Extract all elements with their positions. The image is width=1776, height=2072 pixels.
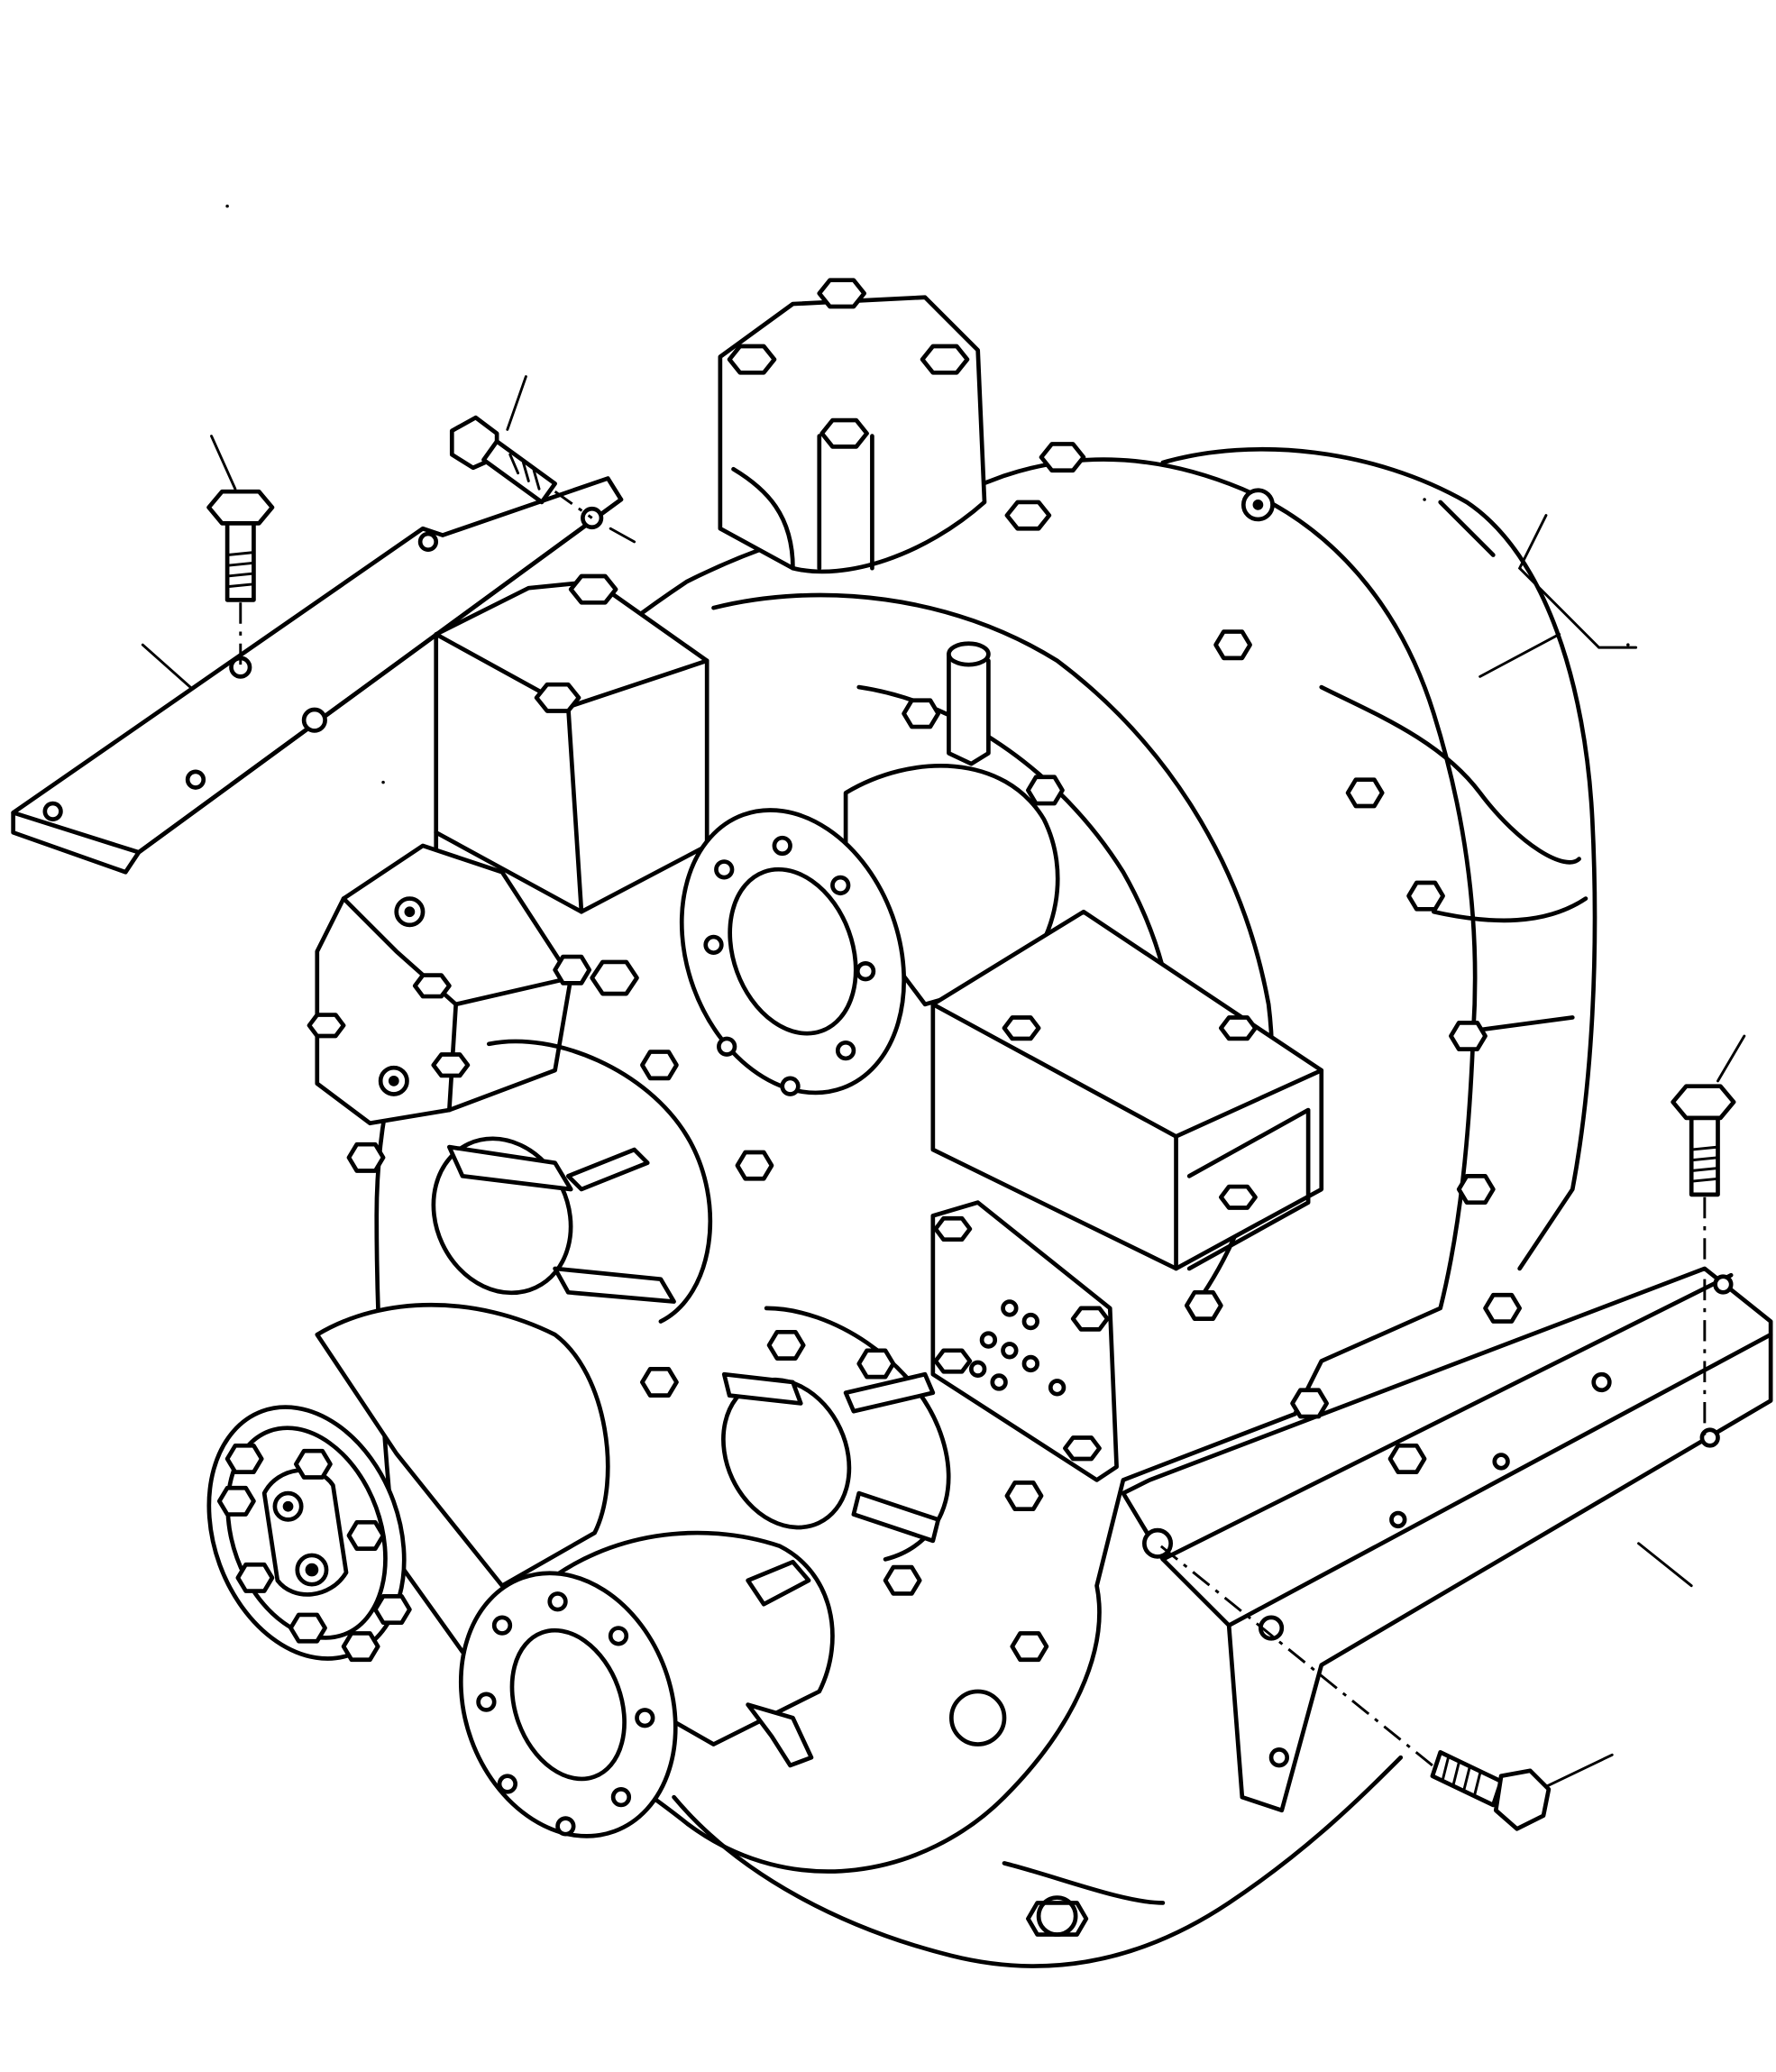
upper-filter-block — [434, 573, 709, 914]
left-hub — [346, 959, 713, 1324]
lower-output-flange — [458, 1530, 835, 1838]
upper-output-flange — [679, 641, 1065, 1096]
lower-bolt-icon — [1157, 1542, 1552, 1831]
leader-line — [506, 375, 527, 431]
right-filter-block — [930, 909, 1324, 1271]
leader-line — [141, 643, 192, 689]
upper-bolt-icon — [449, 415, 593, 519]
callout-leader-lines — [141, 375, 1746, 1788]
left-bolt-icon — [206, 489, 275, 668]
hydraulic-motor — [206, 1303, 610, 1663]
side-pump — [307, 843, 573, 1126]
valve-plate — [930, 1200, 1119, 1482]
leader-line — [1716, 1034, 1746, 1083]
top-cover — [718, 278, 1275, 574]
leader-line — [1478, 633, 1561, 678]
housing-bolt-icon — [553, 629, 1522, 1663]
left-mounting-bracket — [11, 476, 624, 875]
leader-line — [609, 527, 636, 544]
right-hub — [721, 1306, 951, 1562]
right-bolt-icon — [1671, 1084, 1736, 1438]
right-mounting-bracket — [1121, 1266, 1773, 1813]
top-cover-bolt-icon — [727, 278, 1086, 531]
leader-line — [1637, 1542, 1693, 1588]
leader-line — [210, 435, 237, 490]
leader-line — [1517, 514, 1638, 649]
leader-line — [1544, 1753, 1614, 1788]
